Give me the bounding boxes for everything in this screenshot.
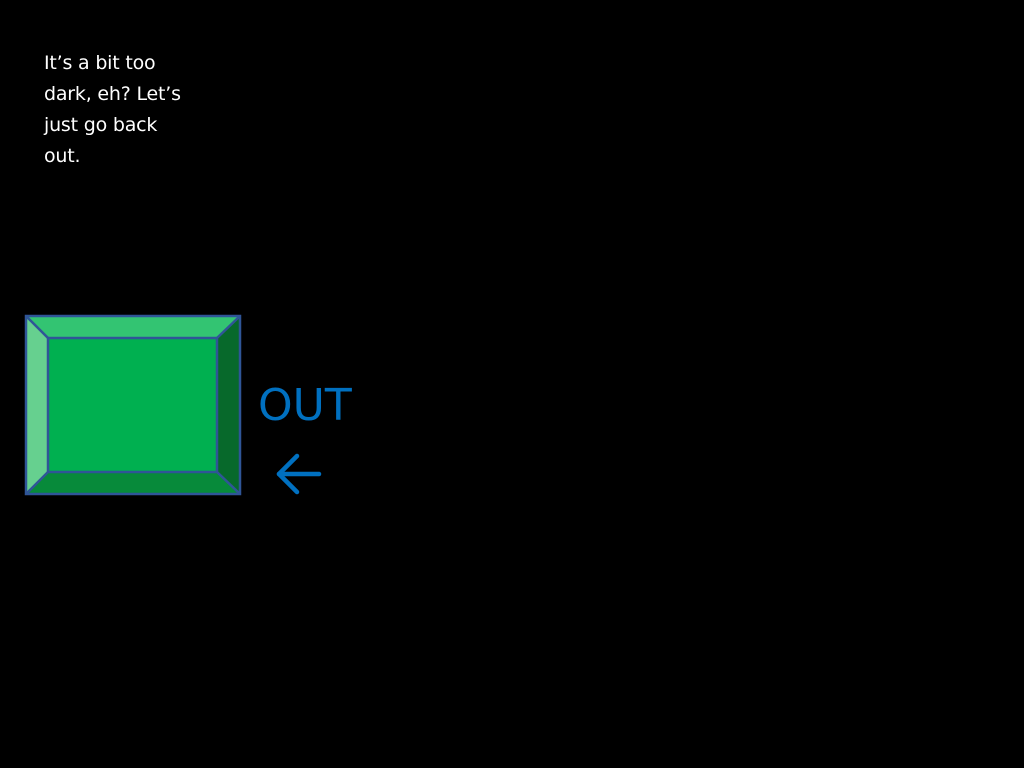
green-beveled-door-icon: [24, 314, 242, 496]
scene-caption: It’s a bit too dark, eh? Let’s just go b…: [44, 52, 181, 167]
exit-door-button[interactable]: [24, 314, 242, 498]
arrow-left-icon[interactable]: [273, 448, 325, 500]
out-label[interactable]: OUT: [258, 380, 352, 431]
